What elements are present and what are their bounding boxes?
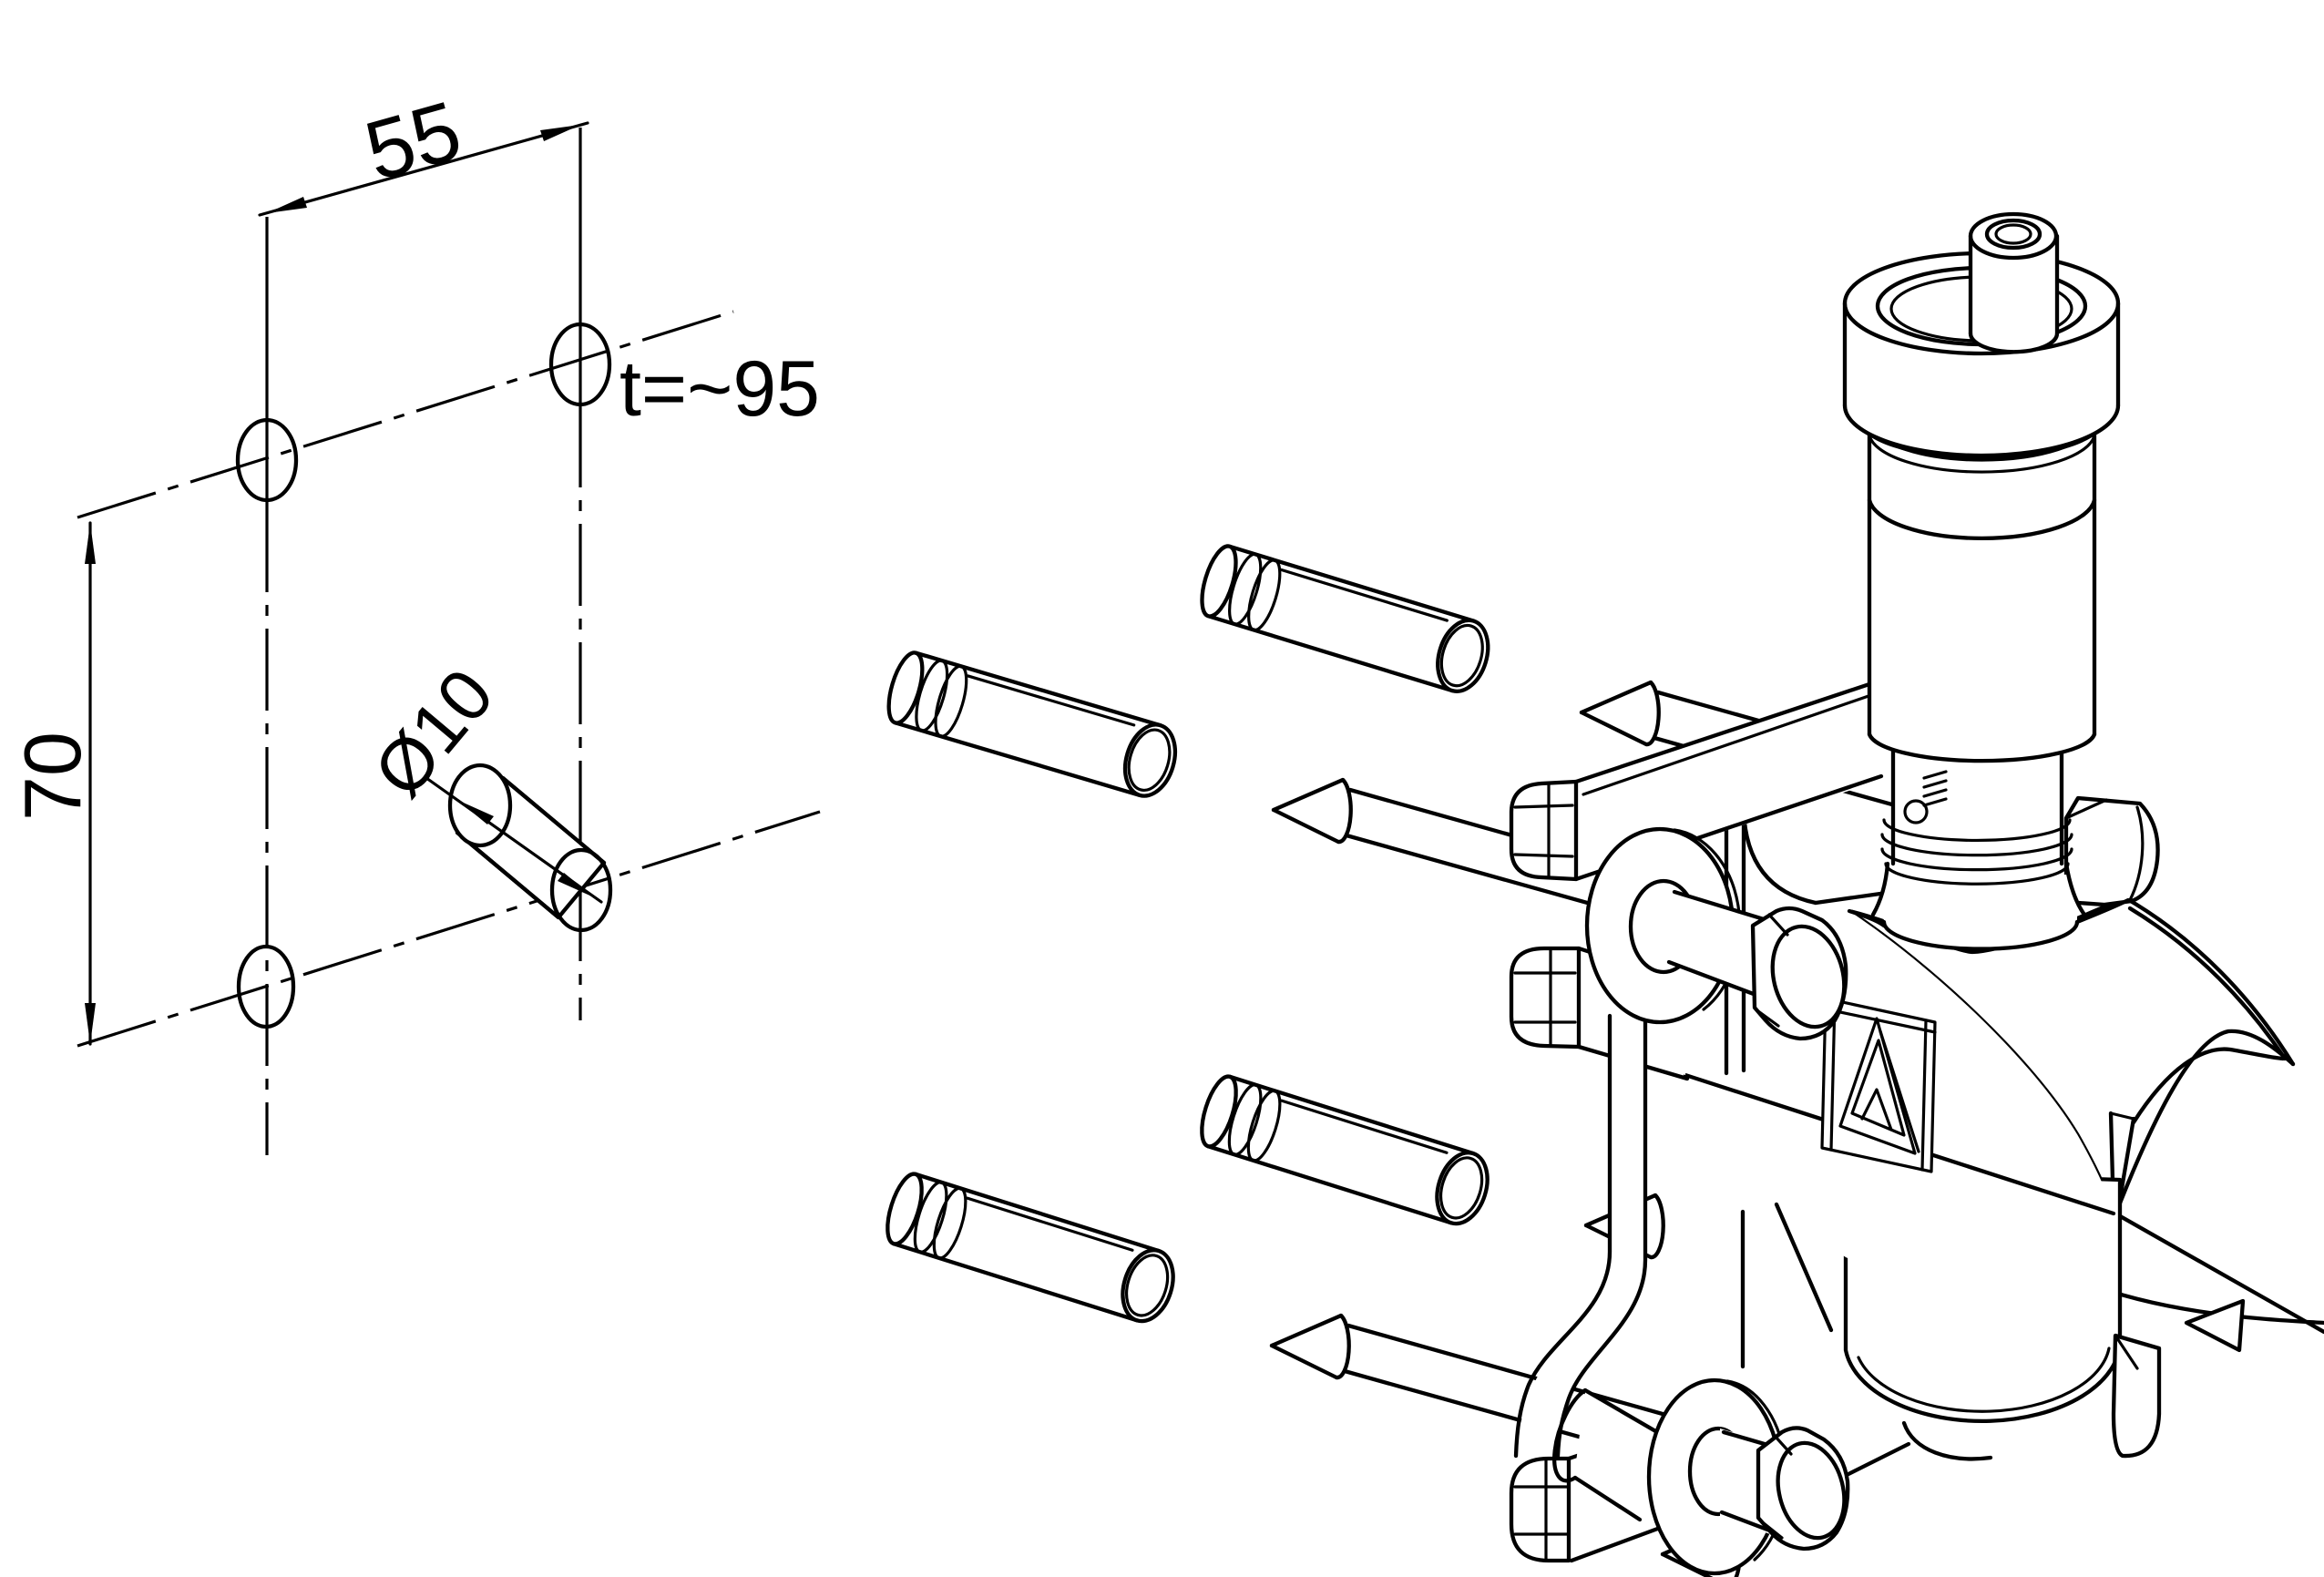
svg-text:70: 70 xyxy=(7,732,97,821)
svg-text:t=~95: t=~95 xyxy=(619,345,820,433)
